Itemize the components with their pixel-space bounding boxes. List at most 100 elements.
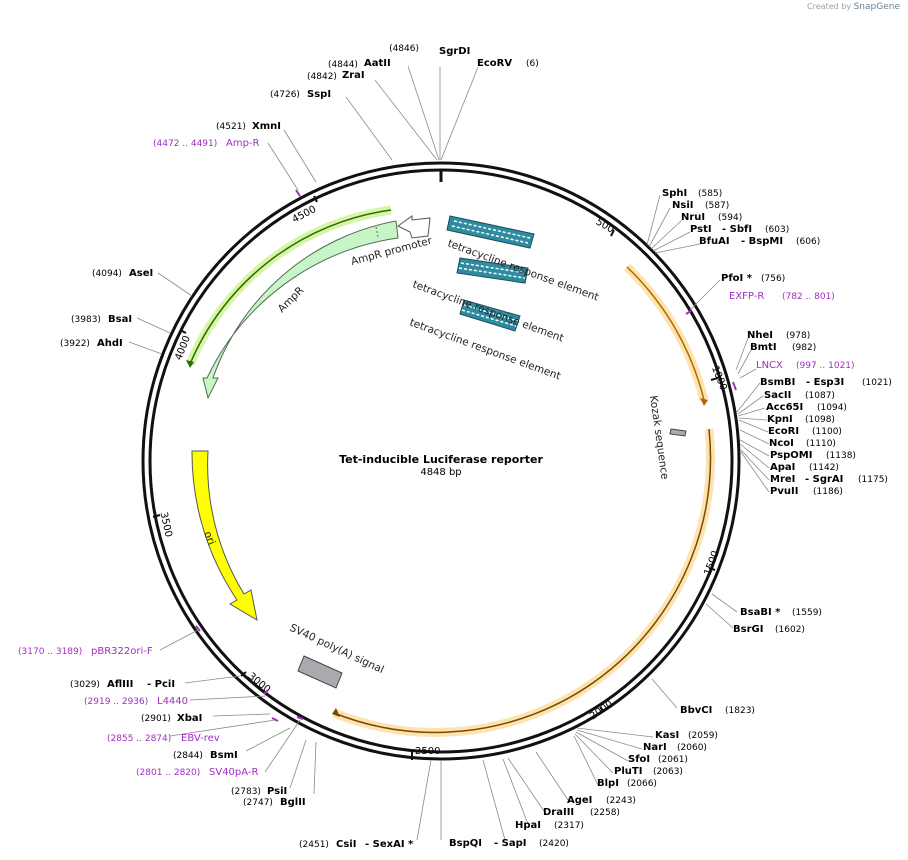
enzyme-kpni: KpnI	[767, 414, 793, 425]
credit-prefix: Created by	[807, 2, 852, 11]
enzyme-hpai: HpaI	[515, 820, 541, 831]
enzyme-pos-sgrdi: (4846)	[389, 44, 419, 54]
feature-label-ampr: AmpR	[276, 284, 307, 315]
enzyme-pos-ecori: (1100)	[812, 427, 842, 437]
tick-label-2500: 2500	[415, 746, 440, 757]
enzyme-sbfi-name: SbfI	[730, 224, 752, 235]
ori-arrow	[191, 450, 258, 622]
tick-label-3000: 3000	[246, 671, 273, 696]
primer-exfp-r: EXFP-R	[729, 291, 764, 302]
primer-range-pbr322ori-f: (3170 .. 3189)	[18, 647, 82, 657]
enzyme-esp3i: - Esp3I	[806, 377, 844, 388]
enzyme-pos-bsai: (3983)	[71, 315, 101, 325]
enzyme-pos-bsmbi: (1021)	[862, 378, 892, 388]
primer-sv40pa-r: SV40pA-R	[209, 767, 258, 778]
enzyme-apai: ApaI	[770, 462, 795, 473]
enzyme-csii: CsiI	[336, 839, 356, 850]
green-feature-arc	[185, 205, 392, 368]
enzyme-bspmi-name: BspMI	[749, 236, 783, 247]
enzyme-sbfi: - SbfI	[722, 224, 752, 235]
enzyme-pos-zrai: (4842)	[307, 72, 337, 82]
enzyme-kasi: KasI	[655, 730, 679, 741]
primer-range-amp-r: (4472 .. 4491)	[153, 139, 217, 149]
primer-range-exfp-r: (782 .. 801)	[782, 292, 835, 302]
scale-ticks: 500 1000 1500 2000 2500 3000 3500 4000 4…	[152, 195, 729, 760]
enzyme-zrai: ZraI	[342, 70, 365, 81]
enzyme-bsrgi: BsrGI	[733, 624, 763, 635]
enzyme-xmni: XmnI	[252, 121, 281, 132]
enzyme-afliii: AflIII	[107, 679, 133, 690]
enzyme-pos-sfoi: (2061)	[658, 755, 688, 765]
tick-label-3500: 3500	[158, 511, 174, 538]
primer-range-lncx: (997 .. 1021)	[796, 361, 855, 371]
enzyme-ahdi: AhdI	[97, 338, 123, 349]
enzyme-pos-psii: (2783)	[231, 787, 261, 797]
enzyme-pos-bglii: (2747)	[243, 798, 273, 808]
enzyme-draiii: DraIII	[543, 807, 574, 818]
enzyme-labels-left: (4846) SgrDI (4846) EcoRV (6) (4844) Aat…	[60, 44, 539, 850]
enzyme-pos-ncoi: (1110)	[806, 439, 836, 449]
enzyme-pos-bsrgi: (1602)	[775, 625, 805, 635]
enzyme-nari: NarI	[643, 742, 667, 753]
ampr-promoter-arrow	[397, 215, 431, 239]
enzyme-sexai: - SexAI *	[365, 839, 414, 850]
enzyme-mrei: MreI	[770, 474, 795, 485]
enzyme-pspomi: PspOMI	[770, 450, 812, 461]
enzyme-pos-aatii: (4844)	[328, 60, 358, 70]
primer-pbr322ori-f: pBR322ori-F	[91, 646, 153, 657]
enzyme-pos-agei: (2243)	[606, 796, 636, 806]
enzyme-sgrdi: SgrDI	[439, 46, 470, 57]
enzyme-nsii: NsiI	[672, 200, 693, 211]
enzyme-sgrai-name: SgrAI	[813, 474, 844, 485]
enzyme-sexai-name: SexAI *	[373, 839, 414, 850]
enzyme-pos-nhei: (978)	[786, 331, 810, 341]
enzyme-nhei: NheI	[747, 330, 773, 341]
primer-marks	[195, 189, 737, 722]
enzyme-pos-psti: (603)	[765, 225, 789, 235]
enzyme-pos-pspomi: (1138)	[826, 451, 856, 461]
enzyme-bsmbi: BsmBI	[760, 377, 795, 388]
enzyme-sapi: - SapI	[494, 838, 526, 849]
enzyme-pos-draiii: (2258)	[590, 808, 620, 818]
enzyme-pos-mrei: (1175)	[858, 475, 888, 485]
enzyme-blpi: BlpI	[597, 778, 619, 789]
primer-l4440: L4440	[157, 696, 188, 707]
enzyme-labels-right: SphI (585) NsiI (587) NruI (594) PstI - …	[449, 188, 892, 849]
kozak-box	[669, 428, 687, 437]
enzyme-ecori: EcoRI	[768, 426, 799, 437]
enzyme-nrui: NruI	[681, 212, 705, 223]
primer-amp-r: Amp-R	[226, 138, 260, 149]
enzyme-pos-bmti: (982)	[792, 343, 816, 353]
credit-brand: SnapGene	[853, 2, 900, 12]
enzyme-sphi: SphI	[662, 188, 687, 199]
sv40-box	[297, 655, 343, 689]
enzyme-pos-pfoi: (756)	[761, 274, 785, 284]
enzyme-bspmi: - BspMI	[741, 236, 783, 247]
enzyme-bsai: BsaI	[108, 314, 132, 325]
enzyme-xbai: XbaI	[177, 713, 202, 724]
enzyme-pos-bfuai: (606)	[796, 237, 820, 247]
credit: Created by SnapGene	[807, 2, 900, 12]
enzyme-pvuii: PvuII	[770, 486, 798, 497]
enzyme-ecorv: EcoRV	[477, 58, 512, 69]
enzyme-aatii: AatII	[364, 58, 391, 69]
enzyme-pos-sphi: (585)	[698, 189, 722, 199]
enzyme-pos-bsabi: (1559)	[792, 608, 822, 618]
enzyme-pos-bbvci: (1823)	[725, 706, 755, 716]
enzyme-pos-apai: (1142)	[809, 463, 839, 473]
tick-label-4500: 4500	[290, 204, 318, 226]
enzyme-bsmi: BsmI	[210, 750, 238, 761]
enzyme-acc65i: Acc65I	[766, 402, 803, 413]
enzyme-sapi-name: SapI	[502, 838, 527, 849]
primer-ebv-rev: EBV-rev	[181, 733, 220, 744]
orange-feature-arcs	[332, 263, 715, 737]
enzyme-bmti: BmtI	[750, 342, 777, 353]
enzyme-ncoi: NcoI	[769, 438, 794, 449]
primer-range-sv40pa-r: (2801 .. 2820)	[136, 768, 200, 778]
enzyme-pos-pvuii: (1186)	[813, 487, 843, 497]
enzyme-pos-nsii: (587)	[705, 201, 729, 211]
enzyme-agei: AgeI	[567, 795, 592, 806]
enzyme-pos-asei: (4094)	[92, 269, 122, 279]
enzyme-bglii: BglII	[280, 797, 306, 808]
enzyme-pos-acc65i: (1094)	[817, 403, 847, 413]
